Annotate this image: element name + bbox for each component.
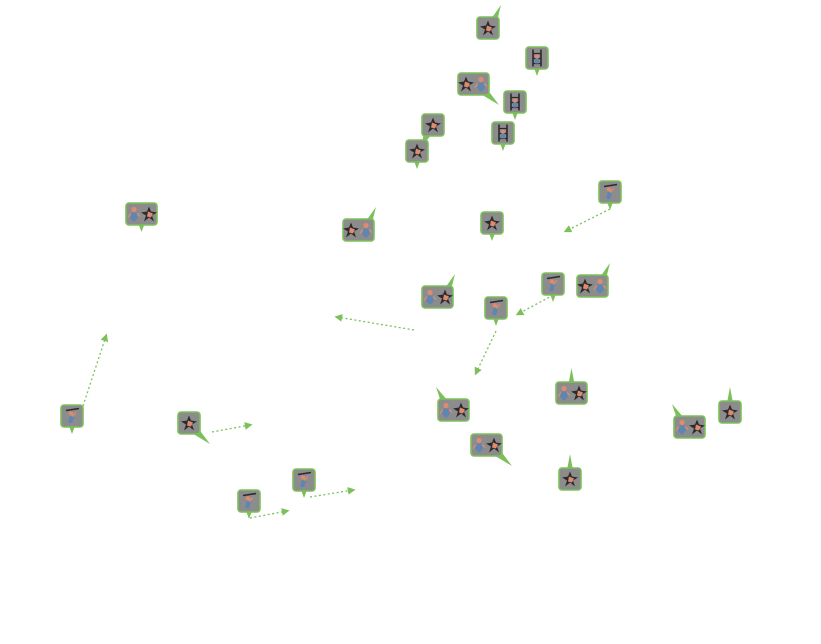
marker-9[interactable] bbox=[125, 202, 158, 232]
movement-trail-3 bbox=[334, 314, 415, 331]
star-icon bbox=[409, 143, 425, 159]
marker-24[interactable] bbox=[292, 468, 316, 498]
marker-13[interactable] bbox=[576, 263, 610, 298]
marker-5[interactable] bbox=[491, 121, 515, 151]
star-icon bbox=[425, 117, 441, 133]
movement-trail-8 bbox=[249, 508, 290, 519]
marker-pointer bbox=[500, 143, 506, 151]
star-icon bbox=[562, 471, 578, 487]
marker-4[interactable] bbox=[503, 90, 527, 120]
sword-icon bbox=[546, 275, 561, 292]
star-icon bbox=[458, 76, 474, 92]
marker-19[interactable] bbox=[555, 368, 588, 405]
marker-pointer bbox=[568, 368, 575, 384]
marker-pointer bbox=[493, 318, 499, 326]
marker-20[interactable] bbox=[470, 433, 512, 466]
marker-6[interactable] bbox=[421, 113, 445, 146]
person-icon bbox=[557, 385, 571, 401]
star-icon bbox=[577, 278, 593, 294]
star-icon bbox=[486, 437, 502, 453]
marker-25[interactable] bbox=[237, 489, 261, 519]
sword-icon bbox=[297, 471, 312, 488]
person-icon bbox=[127, 206, 141, 222]
marker-21[interactable] bbox=[558, 454, 582, 491]
marker-pointer bbox=[607, 202, 613, 210]
marker-23[interactable] bbox=[718, 387, 742, 424]
marker-7[interactable] bbox=[405, 139, 429, 169]
star-icon bbox=[689, 419, 705, 435]
movement-trail-7 bbox=[309, 486, 356, 498]
marker-pointer bbox=[567, 454, 573, 470]
sword-icon bbox=[65, 407, 80, 424]
marker-pointer bbox=[727, 387, 733, 403]
marker-17[interactable] bbox=[177, 411, 210, 444]
star-icon bbox=[484, 215, 500, 231]
movement-trail-2 bbox=[515, 292, 558, 316]
marker-pointer bbox=[512, 112, 518, 120]
star-icon bbox=[181, 415, 197, 431]
marker-pointer bbox=[489, 233, 495, 241]
movement-trail-4 bbox=[474, 330, 497, 376]
movement-trail-1 bbox=[563, 208, 611, 233]
marker-14[interactable] bbox=[421, 274, 455, 309]
person-icon bbox=[472, 437, 486, 453]
star-icon bbox=[453, 402, 469, 418]
marker-15[interactable] bbox=[484, 296, 508, 326]
trails-layer bbox=[82, 208, 611, 519]
person-icon bbox=[359, 222, 373, 238]
marker-pointer bbox=[246, 511, 252, 519]
marker-pointer bbox=[534, 68, 540, 76]
star-icon bbox=[141, 206, 157, 222]
sword-icon bbox=[603, 183, 618, 200]
marker-1[interactable] bbox=[476, 5, 501, 40]
star-icon bbox=[480, 20, 496, 36]
marker-pointer bbox=[414, 161, 420, 169]
marker-pointer bbox=[69, 426, 75, 434]
star-icon bbox=[571, 385, 587, 401]
marker-pointer bbox=[301, 490, 307, 498]
movement-trail-5 bbox=[82, 333, 109, 407]
person-icon bbox=[675, 419, 689, 435]
marker-16[interactable] bbox=[60, 404, 84, 434]
ladder-icon bbox=[532, 49, 542, 67]
marker-2[interactable] bbox=[525, 46, 549, 76]
marker-22[interactable] bbox=[672, 404, 706, 439]
marker-11[interactable] bbox=[480, 211, 504, 241]
star-icon bbox=[437, 289, 453, 305]
marker-pointer bbox=[138, 224, 145, 232]
person-icon bbox=[439, 402, 453, 418]
star-icon bbox=[343, 222, 359, 238]
person-icon bbox=[593, 278, 607, 294]
star-icon bbox=[722, 404, 738, 420]
sword-icon bbox=[489, 299, 504, 316]
ladder-icon bbox=[498, 124, 508, 142]
sword-icon bbox=[242, 492, 257, 509]
markers-layer bbox=[60, 5, 742, 519]
marker-pointer bbox=[550, 294, 556, 302]
marker-3[interactable] bbox=[457, 72, 499, 105]
movement-trail-6 bbox=[211, 422, 253, 433]
marker-10[interactable] bbox=[342, 207, 376, 242]
marker-12[interactable] bbox=[541, 272, 565, 302]
ladder-icon bbox=[510, 93, 520, 111]
marker-18[interactable] bbox=[436, 387, 470, 422]
marker-8[interactable] bbox=[598, 180, 622, 210]
person-icon bbox=[423, 289, 437, 305]
person-icon bbox=[474, 76, 488, 92]
